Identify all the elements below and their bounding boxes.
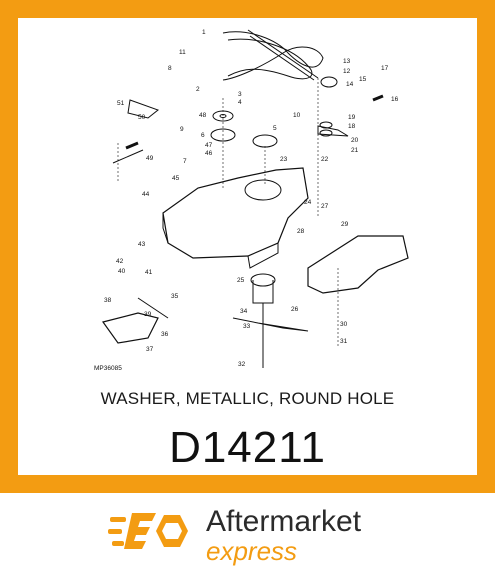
callout-38: 38 <box>104 297 112 304</box>
callout-47: 47 <box>205 142 213 149</box>
callout-51: 51 <box>117 100 125 107</box>
pulley <box>320 76 338 88</box>
callout-31: 31 <box>340 338 348 345</box>
callout-28: 28 <box>297 228 305 235</box>
spindle <box>250 273 276 287</box>
part-number: D14211 <box>169 423 326 472</box>
callout-30: 30 <box>340 321 348 328</box>
callout-49: 49 <box>146 155 154 162</box>
speed-e-logo-icon <box>108 513 188 549</box>
callout-29: 29 <box>341 221 349 228</box>
exploded-parts-diagram: 1 2 3 4 5 6 7 8 9 10 11 12 13 14 15 16 1… <box>94 29 409 372</box>
callout-5: 5 <box>273 125 277 132</box>
callout-44: 44 <box>142 191 150 198</box>
part-name: WASHER, METALLIC, ROUND HOLE <box>100 389 395 408</box>
callout-36: 36 <box>161 331 169 338</box>
callout-17: 17 <box>381 65 389 72</box>
pulley <box>210 128 236 142</box>
callout-15: 15 <box>359 76 367 83</box>
callout-1: 1 <box>202 29 206 36</box>
callout-37: 37 <box>146 346 154 353</box>
callout-26: 26 <box>291 306 299 313</box>
callout-48: 48 <box>199 112 207 119</box>
callout-35: 35 <box>171 293 179 300</box>
callout-22: 22 <box>321 156 329 163</box>
callout-33: 33 <box>243 323 251 330</box>
callout-11: 11 <box>179 49 186 56</box>
callout-9: 9 <box>180 126 184 133</box>
callout-34: 34 <box>240 308 248 315</box>
callout-23: 23 <box>280 156 288 163</box>
belt-drawing <box>222 31 324 81</box>
callout-39: 39 <box>144 311 152 318</box>
callout-46: 46 <box>205 150 213 157</box>
callout-3: 3 <box>238 91 242 98</box>
bracket <box>102 312 159 344</box>
callout-41: 41 <box>145 269 153 276</box>
callout-10: 10 <box>293 112 301 119</box>
mower-deck <box>162 167 309 259</box>
discharge-chute <box>307 235 409 294</box>
callout-16: 16 <box>391 96 399 103</box>
callout-2: 2 <box>196 86 200 93</box>
callout-25: 25 <box>237 277 245 284</box>
callout-8: 8 <box>168 65 172 72</box>
callout-21: 21 <box>351 147 359 154</box>
callout-32: 32 <box>238 361 246 368</box>
brand-name-line1: Aftermarket <box>206 505 362 538</box>
product-card: 1 2 3 4 5 6 7 8 9 10 11 12 13 14 15 16 1… <box>18 18 477 475</box>
callout-24: 24 <box>304 199 312 206</box>
callout-12: 12 <box>343 68 351 75</box>
callout-19: 19 <box>348 114 356 121</box>
orange-frame: 1 2 3 4 5 6 7 8 9 10 11 12 13 14 15 16 1… <box>0 0 495 493</box>
brand-name-line2: express <box>206 536 298 566</box>
callout-13: 13 <box>343 58 351 65</box>
callout-40: 40 <box>118 268 126 275</box>
footer <box>0 493 495 575</box>
mower-blade <box>232 317 309 332</box>
callout-6: 6 <box>201 132 205 139</box>
callout-14: 14 <box>346 81 354 88</box>
callout-27: 27 <box>321 203 329 210</box>
callout-20: 20 <box>351 137 359 144</box>
pulley <box>252 134 278 148</box>
callout-42: 42 <box>116 258 124 265</box>
callout-50: 50 <box>138 114 146 121</box>
callout-18: 18 <box>348 123 356 130</box>
callout-43: 43 <box>138 241 146 248</box>
figure-code: MP36085 <box>94 365 122 372</box>
callout-45: 45 <box>172 175 180 182</box>
callout-7: 7 <box>183 158 187 165</box>
callout-4: 4 <box>238 99 242 106</box>
callout-labels: 1 2 3 4 5 6 7 8 9 10 11 12 13 14 15 16 1… <box>104 29 399 368</box>
